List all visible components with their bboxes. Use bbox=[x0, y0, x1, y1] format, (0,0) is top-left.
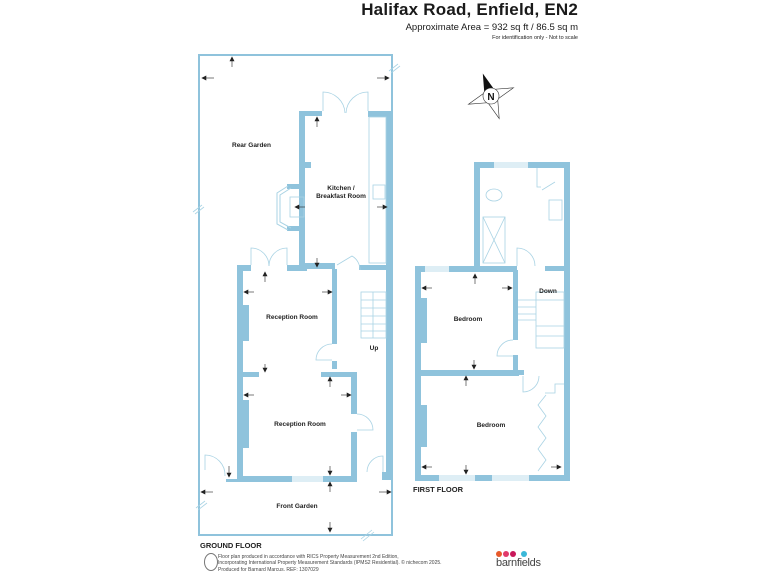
footer-line-3: Produced for Barnard Marcus. REF: 130702… bbox=[218, 566, 319, 573]
first-floor-walls bbox=[415, 162, 570, 481]
ground-floor-plan: Rear Garden Kitchen / Breakfast Room Rec… bbox=[192, 54, 401, 550]
property-title: Halifax Road, Enfield, EN2 bbox=[361, 0, 578, 19]
kitchen-counter bbox=[368, 116, 387, 264]
label-kitchen-line2: Breakfast Room bbox=[316, 193, 366, 200]
compass-north-label: N bbox=[487, 92, 494, 103]
logo-dots-icon bbox=[496, 550, 541, 558]
label-bedroom-2: Bedroom bbox=[477, 422, 506, 429]
label-rear-garden: Rear Garden bbox=[232, 142, 271, 149]
label-bedroom-1: Bedroom bbox=[454, 316, 483, 323]
disclaimer-note: For identification only - Not to scale bbox=[492, 35, 578, 41]
logo-text: barnfields bbox=[496, 557, 541, 569]
label-kitchen-line1: Kitchen / bbox=[327, 185, 355, 192]
first-floor-dimension-arrows bbox=[421, 273, 562, 475]
bay-window bbox=[276, 185, 292, 231]
footer-legal: Floor plan produced in accordance with R… bbox=[218, 554, 478, 573]
label-stairs-up: Up bbox=[370, 345, 379, 352]
basin-icon bbox=[548, 199, 563, 221]
rear-french-doors bbox=[322, 91, 369, 114]
first-floor-door-swings bbox=[496, 339, 564, 472]
footer-line-1: Floor plan produced in accordance with R… bbox=[218, 554, 399, 560]
dimension-arrows bbox=[200, 56, 392, 533]
footer-line-2: Incorporating International Property Mea… bbox=[218, 560, 442, 567]
bathroom-fixtures bbox=[482, 168, 563, 267]
label-front-garden: Front Garden bbox=[276, 503, 317, 510]
label-stairs-down: Down bbox=[539, 288, 557, 295]
barnfields-logo: barnfields bbox=[496, 550, 541, 569]
toilet-icon bbox=[485, 188, 503, 202]
door-swings bbox=[204, 247, 384, 477]
compass-rose-icon: N bbox=[467, 73, 515, 120]
label-reception-room-1: Reception Room bbox=[266, 314, 318, 321]
first-floor-label: FIRST FLOOR bbox=[413, 485, 464, 494]
nichecom-logo-icon bbox=[204, 553, 218, 571]
ground-floor-label: GROUND FLOOR bbox=[200, 541, 262, 550]
break-marks bbox=[192, 63, 401, 542]
shower-tray-icon bbox=[482, 216, 506, 264]
front-window bbox=[292, 476, 323, 482]
approximate-area: Approximate Area = 932 sq ft / 86.5 sq m bbox=[405, 22, 578, 33]
plot-boundary bbox=[198, 54, 393, 536]
first-floor-windows bbox=[425, 162, 529, 481]
reception-walls bbox=[226, 265, 392, 482]
label-reception-room-2: Reception Room bbox=[274, 421, 326, 428]
first-floor-staircase bbox=[518, 291, 565, 349]
first-floor-plan: Bedroom Bedroom Down FIRST FLOOR bbox=[413, 162, 570, 494]
staircase bbox=[360, 291, 387, 339]
hob-icon bbox=[372, 184, 386, 200]
